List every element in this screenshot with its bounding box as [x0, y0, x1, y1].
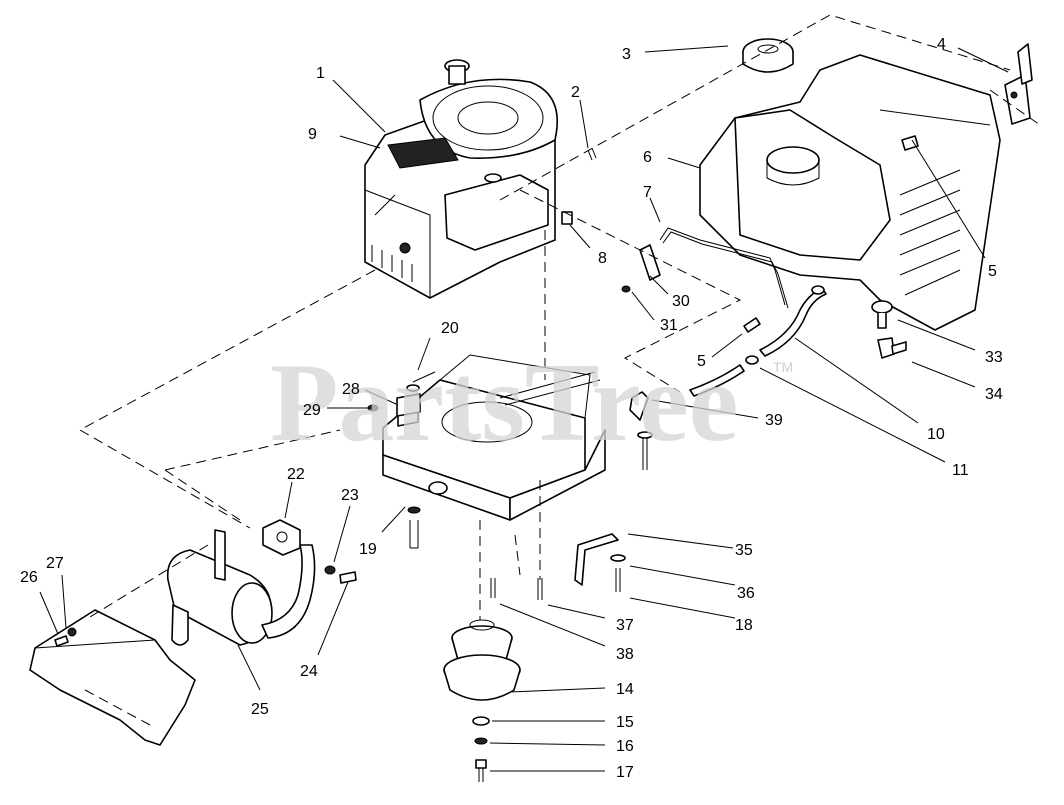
callout-22[interactable]: 22 [287, 466, 305, 483]
callout-25[interactable]: 25 [251, 701, 269, 718]
callout-6[interactable]: 6 [643, 149, 652, 166]
bracket-28-part[interactable] [396, 393, 421, 417]
callout-1[interactable]: 1 [316, 65, 325, 82]
clamp-5b-part[interactable] [901, 135, 919, 151]
callout-35[interactable]: 35 [735, 542, 753, 559]
exhaust-bolt-part[interactable] [324, 565, 357, 584]
assembly-dashed-lines [79, 14, 1041, 726]
clamp-5-part[interactable] [743, 317, 761, 333]
washer-36-part[interactable] [610, 554, 626, 562]
callout-26[interactable]: 26 [20, 569, 38, 586]
callout-15[interactable]: 15 [616, 714, 634, 731]
fuel-cap-part[interactable] [742, 38, 794, 73]
watermark-brand: PartsTree [270, 341, 739, 465]
pulley-part[interactable] [443, 619, 521, 701]
callout-20[interactable]: 20 [441, 320, 459, 337]
bolt-38-part[interactable] [490, 578, 496, 598]
fuel-valve-part[interactable] [871, 300, 907, 359]
callout-4[interactable]: 4 [937, 36, 946, 53]
callout-37[interactable]: 37 [616, 617, 634, 634]
watermark-trademark: TM [773, 359, 793, 375]
callout-10[interactable]: 10 [927, 426, 945, 443]
mount-bolt-19-part[interactable] [407, 506, 421, 549]
callout-31[interactable]: 31 [660, 317, 678, 334]
callout-18[interactable]: 18 [735, 617, 753, 634]
leader-lines [39, 45, 1009, 772]
pulley-bolt-part[interactable] [475, 759, 487, 782]
pulley-washer-part[interactable] [472, 716, 490, 726]
fuel-tank-part[interactable] [699, 54, 1001, 331]
bracket-35-part[interactable] [574, 533, 619, 586]
engine-part[interactable] [364, 59, 559, 299]
callout-28[interactable]: 28 [342, 381, 360, 398]
callout-23[interactable]: 23 [341, 487, 359, 504]
screw-31-part[interactable] [621, 285, 631, 293]
callout-11[interactable]: 11 [952, 462, 969, 479]
callout-36[interactable]: 36 [737, 585, 755, 602]
callout-30[interactable]: 30 [672, 293, 690, 310]
callout-8[interactable]: 8 [598, 250, 607, 267]
callout-3[interactable]: 3 [622, 46, 631, 63]
clip-39-part[interactable] [629, 391, 653, 470]
callout-2[interactable]: 2 [571, 84, 580, 101]
bracket-30-part[interactable] [639, 244, 661, 281]
pin-2-part[interactable] [587, 147, 597, 161]
callout-5a[interactable]: 5 [988, 263, 997, 280]
callout-16[interactable]: 16 [616, 738, 634, 755]
throttle-rod-part[interactable] [659, 227, 789, 309]
callout-27[interactable]: 27 [46, 555, 64, 572]
bolt-37-part[interactable] [537, 578, 543, 600]
fuel-line-part[interactable] [689, 285, 827, 397]
muffler-part[interactable] [166, 529, 316, 646]
callout-33[interactable]: 33 [985, 349, 1003, 366]
callout-34[interactable]: 34 [985, 386, 1003, 403]
callout-14[interactable]: 14 [616, 681, 634, 698]
callout-24[interactable]: 24 [300, 663, 318, 680]
callout-38[interactable]: 38 [616, 646, 634, 663]
heat-shield-part[interactable] [29, 609, 196, 746]
callout-5b[interactable]: 5 [697, 353, 706, 370]
callout-labels: 1 2 3 4 5 5 6 7 8 9 10 11 14 15 16 17 18… [20, 36, 1003, 781]
throttle-control-part[interactable] [1004, 43, 1033, 125]
callout-19[interactable]: 19 [359, 541, 377, 558]
callout-39[interactable]: 39 [765, 412, 783, 429]
engine-mount-plate-part[interactable] [382, 354, 606, 521]
callout-29[interactable]: 29 [303, 402, 321, 419]
pulley-lockwasher-part[interactable] [474, 737, 488, 745]
callout-17[interactable]: 17 [616, 764, 634, 781]
callout-9[interactable]: 9 [308, 126, 317, 143]
callout-7[interactable]: 7 [643, 184, 652, 201]
exhaust-gasket-part[interactable] [262, 519, 301, 556]
